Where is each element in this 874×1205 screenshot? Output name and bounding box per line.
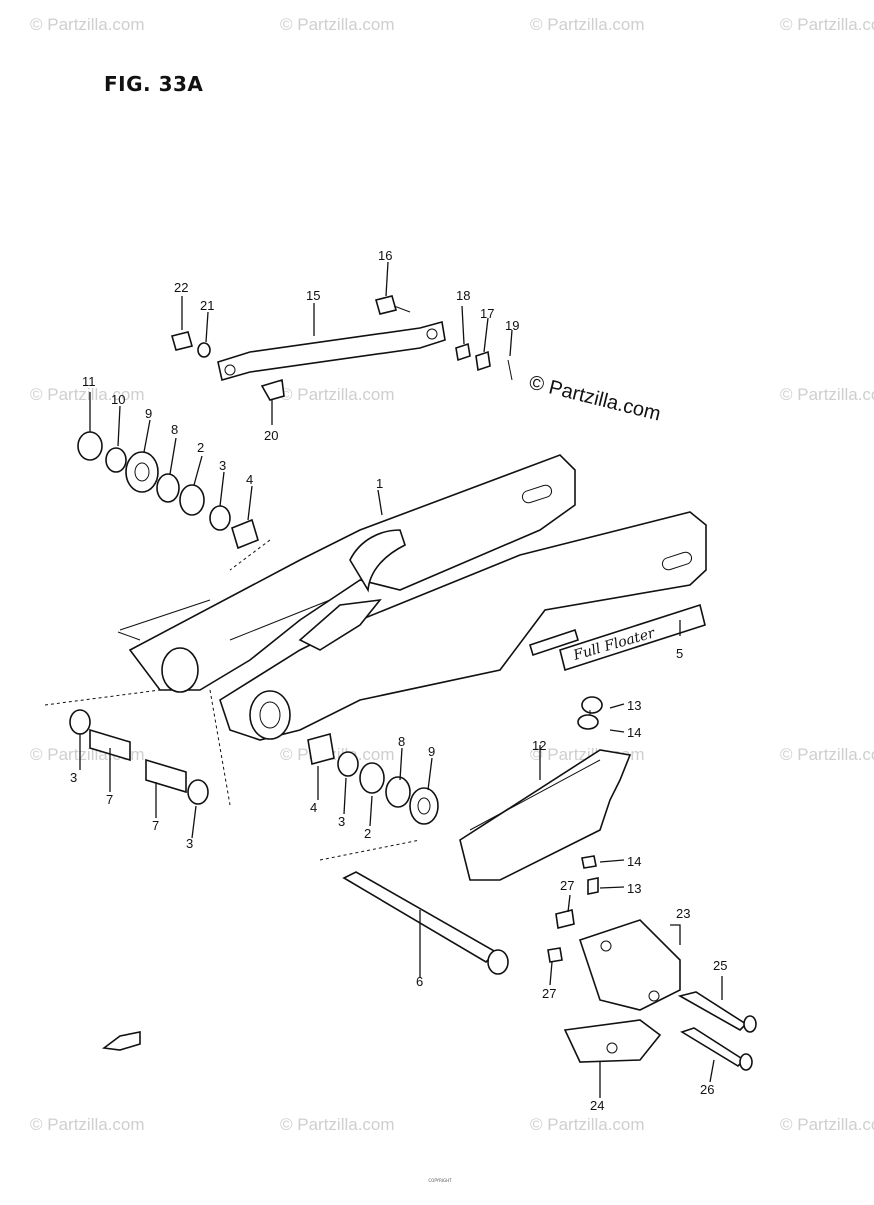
leader-lines bbox=[79, 261, 723, 1098]
callout-1: 1 bbox=[376, 476, 383, 491]
chain-slider bbox=[459, 696, 632, 895]
callout-10: 10 bbox=[111, 392, 125, 407]
watermark: © Partzilla.com bbox=[280, 15, 395, 34]
callout-3: 3 bbox=[219, 458, 226, 473]
callout-2: 2 bbox=[364, 826, 371, 841]
pivot-stack-left bbox=[77, 431, 259, 550]
callout-27: 27 bbox=[560, 878, 574, 893]
callout-14: 14 bbox=[627, 854, 641, 869]
fwd-arrow: FWD bbox=[101, 1031, 141, 1051]
callout-27: 27 bbox=[542, 986, 556, 1001]
callout-13: 13 bbox=[627, 881, 641, 896]
callout-18: 18 bbox=[456, 288, 470, 303]
callout-14: 14 bbox=[627, 725, 641, 740]
watermark: © Partzilla.com bbox=[530, 15, 645, 34]
callout-3: 3 bbox=[338, 814, 345, 829]
watermark: © Partzilla.com bbox=[280, 1115, 395, 1134]
callout-4: 4 bbox=[310, 800, 317, 815]
callout-2: 2 bbox=[197, 440, 204, 455]
watermark: © Partzilla.com bbox=[780, 745, 874, 764]
callout-13: 13 bbox=[627, 698, 641, 713]
footer-copyright: COPYRIGHT bbox=[428, 1178, 452, 1183]
callout-6: 6 bbox=[416, 974, 423, 989]
watermark: © Partzilla.com bbox=[780, 385, 874, 404]
watermark: © Partzilla.com bbox=[30, 385, 145, 404]
watermark: © Partzilla.com bbox=[30, 15, 145, 34]
callout-20: 20 bbox=[264, 428, 278, 443]
callout-4: 4 bbox=[246, 472, 253, 487]
callout-12: 12 bbox=[532, 738, 546, 753]
swing-arm bbox=[44, 454, 707, 806]
callout-11: 11 bbox=[82, 374, 96, 389]
callout-16: 16 bbox=[378, 248, 392, 263]
callout-5: 5 bbox=[676, 646, 683, 661]
callout-17: 17 bbox=[480, 306, 494, 321]
watermark: © Partzilla.com bbox=[280, 745, 395, 764]
callout-24: 24 bbox=[590, 1098, 604, 1113]
callout-9: 9 bbox=[145, 406, 152, 421]
callout-23: 23 bbox=[676, 906, 690, 921]
callout-8: 8 bbox=[171, 422, 178, 437]
callout-21: 21 bbox=[200, 298, 214, 313]
pivot-stack-right bbox=[307, 732, 439, 825]
callout-7: 7 bbox=[106, 792, 113, 807]
callout-3: 3 bbox=[186, 836, 193, 851]
watermark: © Partzilla.com bbox=[530, 1115, 645, 1134]
watermark-layer: © Partzilla.com © Partzilla.com © Partzi… bbox=[30, 15, 874, 1134]
callout-8: 8 bbox=[398, 734, 405, 749]
pivot-bolt bbox=[342, 871, 509, 975]
inline-watermark: © Partzilla.com bbox=[527, 372, 663, 426]
callout-22: 22 bbox=[174, 280, 188, 295]
bushings-left bbox=[69, 709, 209, 805]
watermark: © Partzilla.com bbox=[280, 385, 395, 404]
callout-7: 7 bbox=[152, 818, 159, 833]
callout-15: 15 bbox=[306, 288, 320, 303]
fwd-label: FWD bbox=[117, 1037, 134, 1048]
torque-arm bbox=[171, 295, 513, 401]
watermark: © Partzilla.com bbox=[30, 1115, 145, 1134]
callout-3: 3 bbox=[70, 770, 77, 785]
chain-guide bbox=[547, 909, 757, 1071]
figure-title: FIG. 33A bbox=[104, 72, 204, 96]
watermark: © Partzilla.com bbox=[780, 15, 874, 34]
callout-9: 9 bbox=[428, 744, 435, 759]
callout-25: 25 bbox=[713, 958, 727, 973]
callout-labels: 1 2 2 3 3 3 3 4 4 5 6 7 7 8 8 9 9 10 11 … bbox=[70, 248, 727, 1113]
callout-19: 19 bbox=[505, 318, 519, 333]
watermark: © Partzilla.com bbox=[780, 1115, 874, 1134]
callout-26: 26 bbox=[700, 1082, 714, 1097]
